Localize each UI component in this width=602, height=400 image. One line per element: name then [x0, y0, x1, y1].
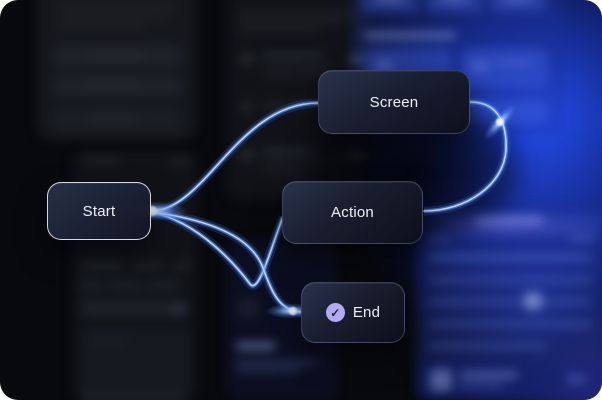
- node-end-label: End: [352, 304, 381, 321]
- background-phone-login: [38, 0, 196, 140]
- node-start-label: Start: [82, 202, 116, 220]
- node-action[interactable]: Action: [282, 181, 423, 244]
- node-screen-label: Screen: [369, 93, 419, 111]
- check-glyph: ✓: [330, 305, 341, 320]
- node-action-label: Action: [331, 204, 374, 221]
- check-circle-icon: ✓: [325, 303, 345, 322]
- node-screen[interactable]: Screen: [318, 70, 470, 134]
- node-start[interactable]: Start: [47, 182, 151, 240]
- flare-arc-core: [495, 117, 505, 127]
- node-end[interactable]: ✓ End: [301, 282, 405, 343]
- background-purple-band: [424, 216, 602, 236]
- flare-end-core: [288, 306, 298, 316]
